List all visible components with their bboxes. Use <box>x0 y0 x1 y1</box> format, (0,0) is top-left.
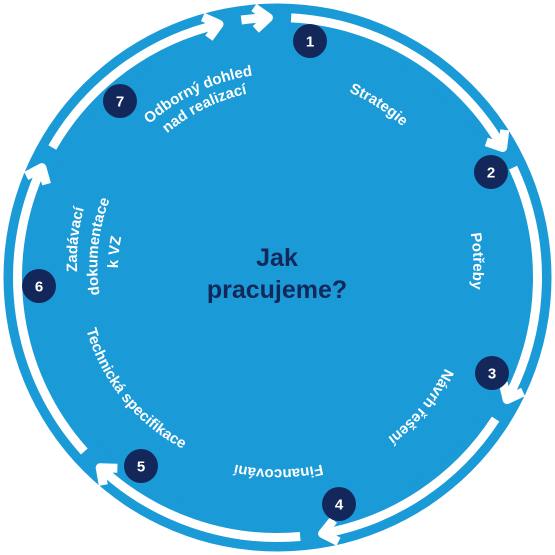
center-heading-line1: Jak <box>256 244 298 272</box>
arrow-segment-6 <box>48 12 224 150</box>
step-number-4: 4 <box>335 497 344 514</box>
step-badge-5: 5 <box>124 449 158 483</box>
arrow-track <box>13 3 542 546</box>
step-number-5: 5 <box>137 459 145 476</box>
step-number-3: 3 <box>488 366 496 383</box>
arrow-segment-3 <box>318 416 500 546</box>
step-number-2: 2 <box>487 165 495 182</box>
step-number-6: 6 <box>35 279 43 296</box>
center-heading-line2: pracujeme? <box>207 276 347 304</box>
arrow-segment-4 <box>95 463 301 542</box>
arrow-segment-2 <box>498 165 542 405</box>
step-number-1: 1 <box>306 34 314 51</box>
step-number-7: 7 <box>116 94 124 111</box>
step-badge-1: 1 <box>293 24 327 58</box>
step-label-zadavaci-line3: k VZ <box>105 235 125 269</box>
step-badge-4: 4 <box>322 487 356 521</box>
inner-circle <box>32 32 523 523</box>
step-badge-7: 7 <box>103 84 137 118</box>
arrow-segment-1 <box>290 13 510 152</box>
step-badge-6: 6 <box>22 269 56 303</box>
step-label-financovani: Financování <box>231 460 324 482</box>
step-badge-3: 3 <box>475 356 509 390</box>
arrow-segment-5 <box>13 163 88 455</box>
step-badge-2: 2 <box>474 155 508 189</box>
step-label-potreby: Potřeby <box>467 231 487 291</box>
arrow-segment-7 <box>240 3 273 33</box>
